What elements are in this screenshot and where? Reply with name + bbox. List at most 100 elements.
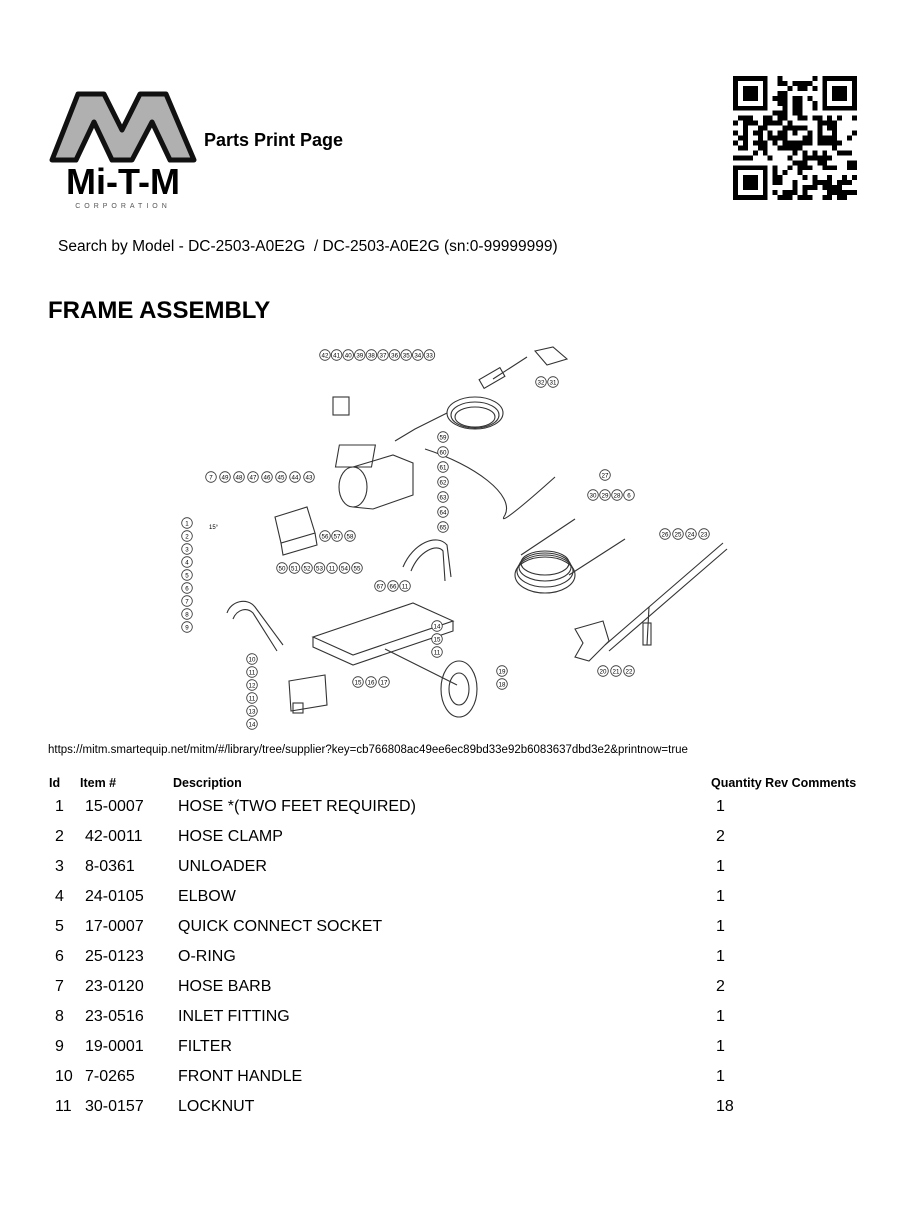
callout-label: 3 [185, 546, 189, 553]
callout-bubble [431, 620, 443, 632]
callout-bubble [685, 528, 697, 540]
table-row: 7 23-0120 HOSE BARB 2 [0, 974, 906, 1004]
search-by-model: Search by Model - DC-2503-A0E2G / DC-250… [58, 238, 558, 255]
cell-quantity: 1 [716, 1008, 725, 1025]
cell-description: LOCKNUT [178, 1098, 255, 1115]
callout-bubble [388, 349, 401, 361]
callout-label: 11 [329, 565, 336, 572]
cell-description: INLET FITTING [178, 1008, 290, 1025]
callout-label: 19 [499, 668, 506, 675]
callout-bubble [331, 530, 343, 542]
cell-quantity: 1 [716, 1068, 725, 1085]
callout-label: 23 [701, 531, 708, 538]
callout-label: 9 [185, 624, 189, 631]
callout-label: 50 [279, 565, 286, 572]
callout-bubble [599, 489, 611, 501]
callout-bubble [378, 676, 390, 688]
callout-label: 33 [426, 352, 433, 359]
callout-bubble [400, 349, 412, 361]
callout-label: 36 [391, 352, 398, 359]
callout-label: 46 [264, 474, 271, 481]
cell-id: 5 [55, 918, 64, 935]
callout-label: 45 [278, 474, 285, 481]
column-header-quantity-rev-comments: Quantity Rev Comments [711, 776, 857, 790]
callout-bubble [437, 506, 449, 518]
callout-bubble [246, 705, 258, 717]
callout-label: 11 [249, 669, 256, 676]
callout-bubble [181, 556, 193, 568]
cell-quantity: 18 [716, 1098, 734, 1115]
callout-label: 31 [550, 379, 557, 386]
section-title: FRAME ASSEMBLY [48, 297, 271, 324]
callout-label: 41 [333, 352, 340, 359]
callout-label: 39 [356, 352, 363, 359]
callout-label: 22 [626, 668, 633, 675]
callout-bubble [377, 349, 389, 361]
cell-id: 6 [55, 948, 64, 965]
callout-bubble [351, 562, 363, 574]
callout-bubble [431, 633, 443, 645]
callout-bubble [246, 692, 258, 704]
callout-bubble [181, 595, 193, 607]
callout-label: 8 [185, 611, 189, 618]
cell-description: HOSE BARB [178, 978, 272, 995]
callout-label: 37 [380, 352, 387, 359]
callout-bubble [181, 608, 193, 620]
callout-label: 14 [249, 721, 256, 728]
callout-bubble [233, 471, 245, 483]
callout-label: 54 [341, 565, 348, 572]
cell-id: 4 [55, 888, 64, 905]
callout-bubble [611, 489, 623, 501]
cell-quantity: 1 [716, 798, 725, 815]
callout-label: 7 [209, 474, 213, 481]
callout-label: 21 [613, 668, 620, 675]
cell-item-number: 24-0105 [85, 888, 144, 905]
cell-item-number: 25-0123 [85, 948, 144, 965]
source-url: https://mitm.smartequip.net/mitm/#/libra… [48, 744, 688, 756]
cell-item-number: 23-0516 [85, 1008, 144, 1025]
callout-label: 1 [185, 520, 189, 527]
table-row: 1 15-0007 HOSE *(TWO FEET REQUIRED) 1 [0, 794, 906, 824]
callout-label: 47 [250, 474, 257, 481]
callout-label: 5 [185, 572, 189, 579]
cell-id: 8 [55, 1008, 64, 1025]
cell-id: 11 [55, 1098, 72, 1115]
callout-bubble [246, 679, 258, 691]
cell-item-number: 23-0120 [85, 978, 144, 995]
callout-bubble [496, 665, 508, 677]
callout-label: 38 [368, 352, 375, 359]
callout-bubble [423, 349, 436, 361]
callout-label: 55 [354, 565, 361, 572]
callout-bubble [344, 530, 356, 542]
column-header-id: Id [49, 776, 61, 790]
callout-label: 24 [688, 531, 695, 538]
cell-quantity: 1 [716, 948, 725, 965]
callout-bubble [219, 471, 231, 483]
callout-label: 61 [440, 464, 447, 471]
callout-bubble [672, 528, 684, 540]
cell-item-number: 17-0007 [85, 918, 144, 935]
callout-label: 16 [368, 679, 375, 686]
callout-bubble [437, 476, 449, 488]
logo-text: Mi-T-M [66, 161, 180, 202]
callout-label: 52 [304, 565, 311, 572]
callout-label: 26 [662, 531, 669, 538]
callout-bubble [352, 676, 364, 688]
table-row: 2 42-0011 HOSE CLAMP 2 [0, 824, 906, 854]
callout-bubble [319, 530, 331, 542]
callout-bubble [246, 666, 258, 678]
callout-label: 51 [291, 565, 298, 572]
page-title: Parts Print Page [204, 130, 344, 150]
callout-label: 60 [440, 449, 447, 456]
callout-bubble [431, 646, 443, 658]
callout-bubble [181, 621, 193, 633]
callout-label: 30 [590, 492, 597, 499]
callout-label: 59 [440, 434, 447, 441]
cell-quantity: 1 [716, 1038, 725, 1055]
column-header-item: Item # [80, 776, 117, 790]
callout-label: 67 [377, 583, 384, 590]
callout-bubble [205, 471, 217, 483]
callout-bubble [289, 471, 301, 483]
cell-quantity: 2 [716, 828, 725, 845]
